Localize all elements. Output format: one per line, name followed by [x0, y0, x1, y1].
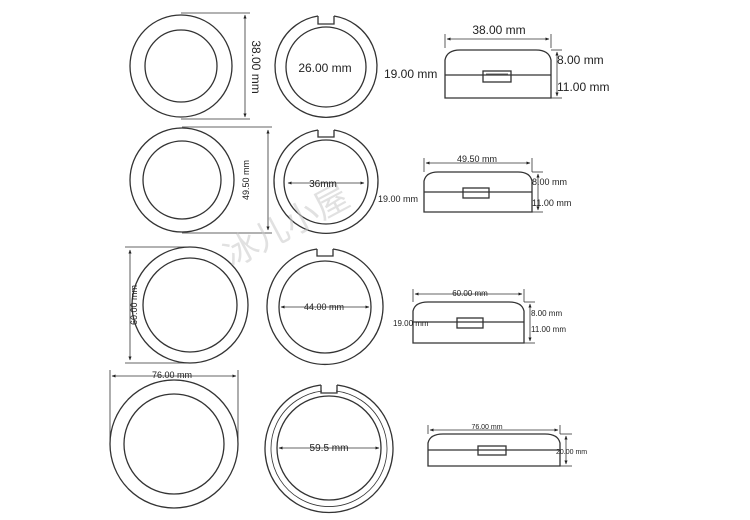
side-lid-label-2: 8.00 mm	[532, 177, 567, 187]
side-base-label-1: 11.00 mm	[557, 80, 609, 94]
ring-outline-4	[109, 379, 239, 509]
side-width-label-1: 38.00 mm	[472, 23, 525, 37]
ring-diameter-label-3: 60.00 mm	[129, 285, 139, 325]
ring-diameter-label-4: 76.00 mm	[152, 370, 192, 380]
side-total-label-4: 20.00 mm	[556, 449, 587, 456]
ring-diameter-label-2: 49.50 mm	[241, 160, 251, 200]
side-total-label-1: 19.00 mm	[384, 67, 437, 81]
side-width-label-4: 76.00 mm	[471, 424, 502, 431]
notched-ring-4	[264, 384, 394, 514]
side-lid-label-3: 8.00 mm	[531, 309, 562, 318]
side-width-label-3: 60.00 mm	[452, 289, 488, 298]
side-total-label-3: 19.00 mm	[393, 319, 429, 328]
side-view-case-2	[423, 171, 533, 213]
side-total-label-2: 19.00 mm	[378, 194, 418, 204]
side-view-case-4	[427, 433, 561, 467]
notched-ring-2	[273, 129, 379, 235]
notched-ring-1	[274, 15, 378, 119]
side-view-case-3	[412, 301, 525, 344]
ring-outline-2	[129, 127, 235, 233]
inner-diameter-label-4: 59.5 mm	[310, 443, 349, 454]
ring-outline-1	[129, 14, 233, 118]
inner-diameter-label-2: 36mm	[309, 179, 337, 190]
inner-diameter-label-1: 26.00 mm	[298, 61, 351, 75]
ring-diameter-label-1: 38.00 mm	[249, 40, 263, 93]
side-width-label-2: 49.50 mm	[457, 154, 497, 164]
side-base-label-3: 11.00 mm	[531, 325, 566, 334]
side-view-case-1	[444, 49, 552, 99]
side-lid-label-1: 8.00 mm	[557, 53, 604, 67]
notched-ring-3	[266, 248, 384, 366]
side-base-label-2: 11.00 mm	[532, 198, 571, 208]
watermark-text: 冰儿小屋	[217, 177, 356, 276]
inner-diameter-label-3: 44.00 mm	[304, 302, 344, 312]
